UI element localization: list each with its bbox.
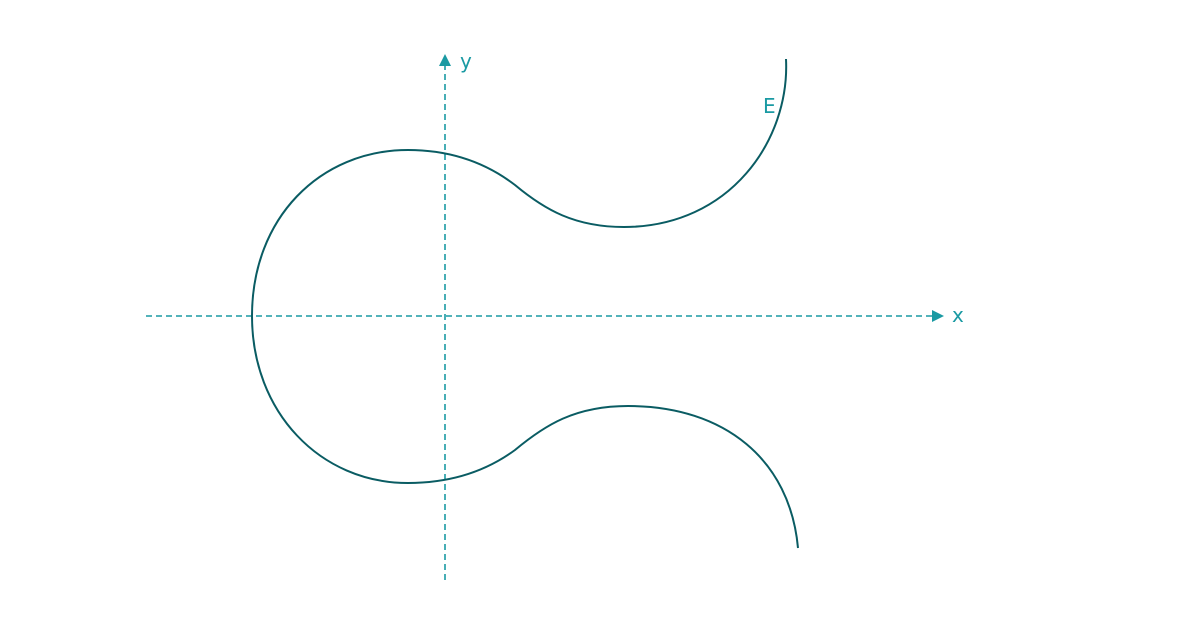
y-axis-arrow-icon	[439, 54, 451, 66]
elliptic-curve	[250, 58, 799, 549]
x-axis: x	[146, 303, 964, 327]
y-axis-label: y	[460, 49, 472, 73]
x-axis-arrow-icon	[932, 310, 944, 322]
y-axis: y	[439, 49, 472, 580]
curve-label: E	[763, 94, 776, 118]
x-axis-label: x	[952, 303, 964, 327]
